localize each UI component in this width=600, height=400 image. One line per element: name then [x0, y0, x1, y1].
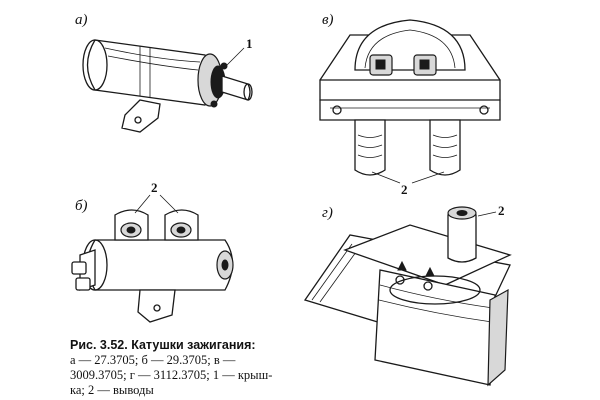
callout-1-cover: 1 — [246, 36, 253, 51]
callout-2-terminals-v: 2 — [401, 182, 408, 197]
panel-label-b: б) — [75, 198, 88, 214]
panel-label-a: а) — [75, 12, 88, 28]
caption-line-1: а — 27.3705; б — 29.3705; в — — [70, 353, 236, 367]
caption-line-2: 3009.3705; г — 3112.3705; 1 — крыш- — [70, 368, 273, 382]
coil-a-drawing — [82, 39, 253, 133]
coil-b-drawing — [71, 194, 234, 323]
panel-label-g: г) — [322, 205, 333, 221]
callout-2-terminals-b: 2 — [151, 180, 158, 195]
caption-title: Рис. 3.52. Катушки зажигания: — [70, 338, 256, 352]
coil-v-drawing — [319, 19, 501, 184]
figure-caption: Рис. 3.52. Катушки зажигания: а — 27.370… — [70, 338, 310, 398]
caption-line-3: ка; 2 — выводы — [70, 383, 154, 397]
callout-2-terminals-g: 2 — [498, 203, 505, 218]
coil-g-drawing — [303, 206, 512, 387]
panel-label-v: в) — [322, 12, 334, 28]
